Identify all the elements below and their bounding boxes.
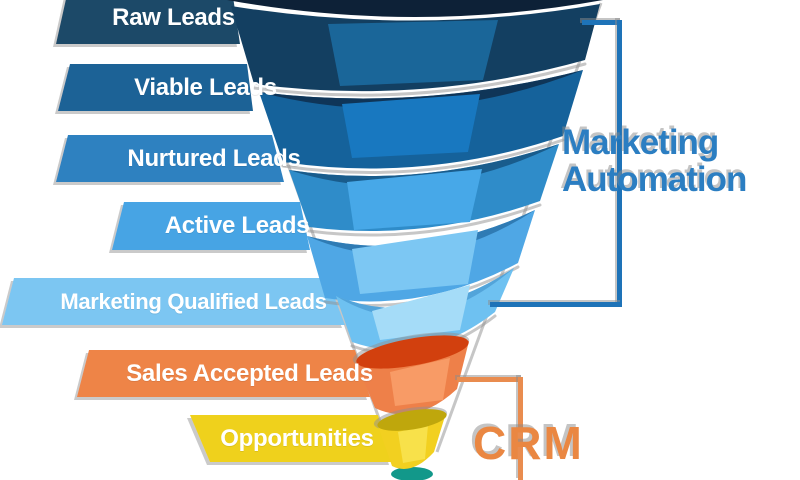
stage-label-raw-leads: Raw Leads xyxy=(112,4,235,31)
banner-sales-accepted-leads xyxy=(77,350,370,397)
funnel-top-opening xyxy=(227,0,603,17)
banner-marketing-qualified-leads xyxy=(2,278,345,325)
ring-mql-highlight xyxy=(372,285,470,340)
banner-opportunities xyxy=(190,415,392,462)
ring-active-highlight xyxy=(352,230,478,294)
ring-opp-rim xyxy=(377,409,447,431)
ring-raw-shadow xyxy=(252,62,587,97)
marketing-automation-line1: Marketing xyxy=(562,123,719,162)
ring-raw-highlight xyxy=(328,20,498,86)
ring-viable-shadow xyxy=(281,138,565,174)
ring-opp-highlight xyxy=(398,425,428,463)
stage-label-marketing-qualified-leads: Marketing Qualified Leads xyxy=(60,288,327,314)
ring-nurtured-highlight xyxy=(347,169,482,230)
stage-label-active-leads: Active Leads xyxy=(164,212,310,239)
stage-label-viable-leads: Viable Leads xyxy=(134,73,277,101)
stage-label-sales-accepted-leads: Sales Accepted Leads xyxy=(126,359,373,387)
marketing-automation-bracket-vertical xyxy=(617,20,622,307)
ring-sal-rim xyxy=(356,335,469,369)
marketing-automation-line2: Automation xyxy=(562,160,747,199)
ring-nurtured-shadow xyxy=(307,203,542,237)
crm-bracket-horizontal xyxy=(457,377,523,382)
banner-nurtured-leads xyxy=(56,135,284,182)
ring-sal-highlight xyxy=(390,358,450,406)
funnel-tip-teal xyxy=(391,467,433,480)
marketing-automation-bracket-top xyxy=(582,20,622,25)
banner-viable-leads xyxy=(58,64,253,111)
stage-label-nurtured-leads: Nurtured Leads xyxy=(127,144,301,172)
banner-active-leads xyxy=(112,202,310,250)
crm-bracket-vertical xyxy=(518,377,523,480)
banner-raw-leads xyxy=(56,0,240,44)
stage-label-opportunities: Opportunities xyxy=(220,424,374,452)
marketing-automation-bracket-bottom xyxy=(490,302,622,307)
crm-label: CRM xyxy=(473,417,584,469)
ring-viable-highlight xyxy=(342,94,480,158)
ring-viable-lip xyxy=(259,70,583,109)
marketing-automation-label: Marketing Automation xyxy=(562,123,747,199)
